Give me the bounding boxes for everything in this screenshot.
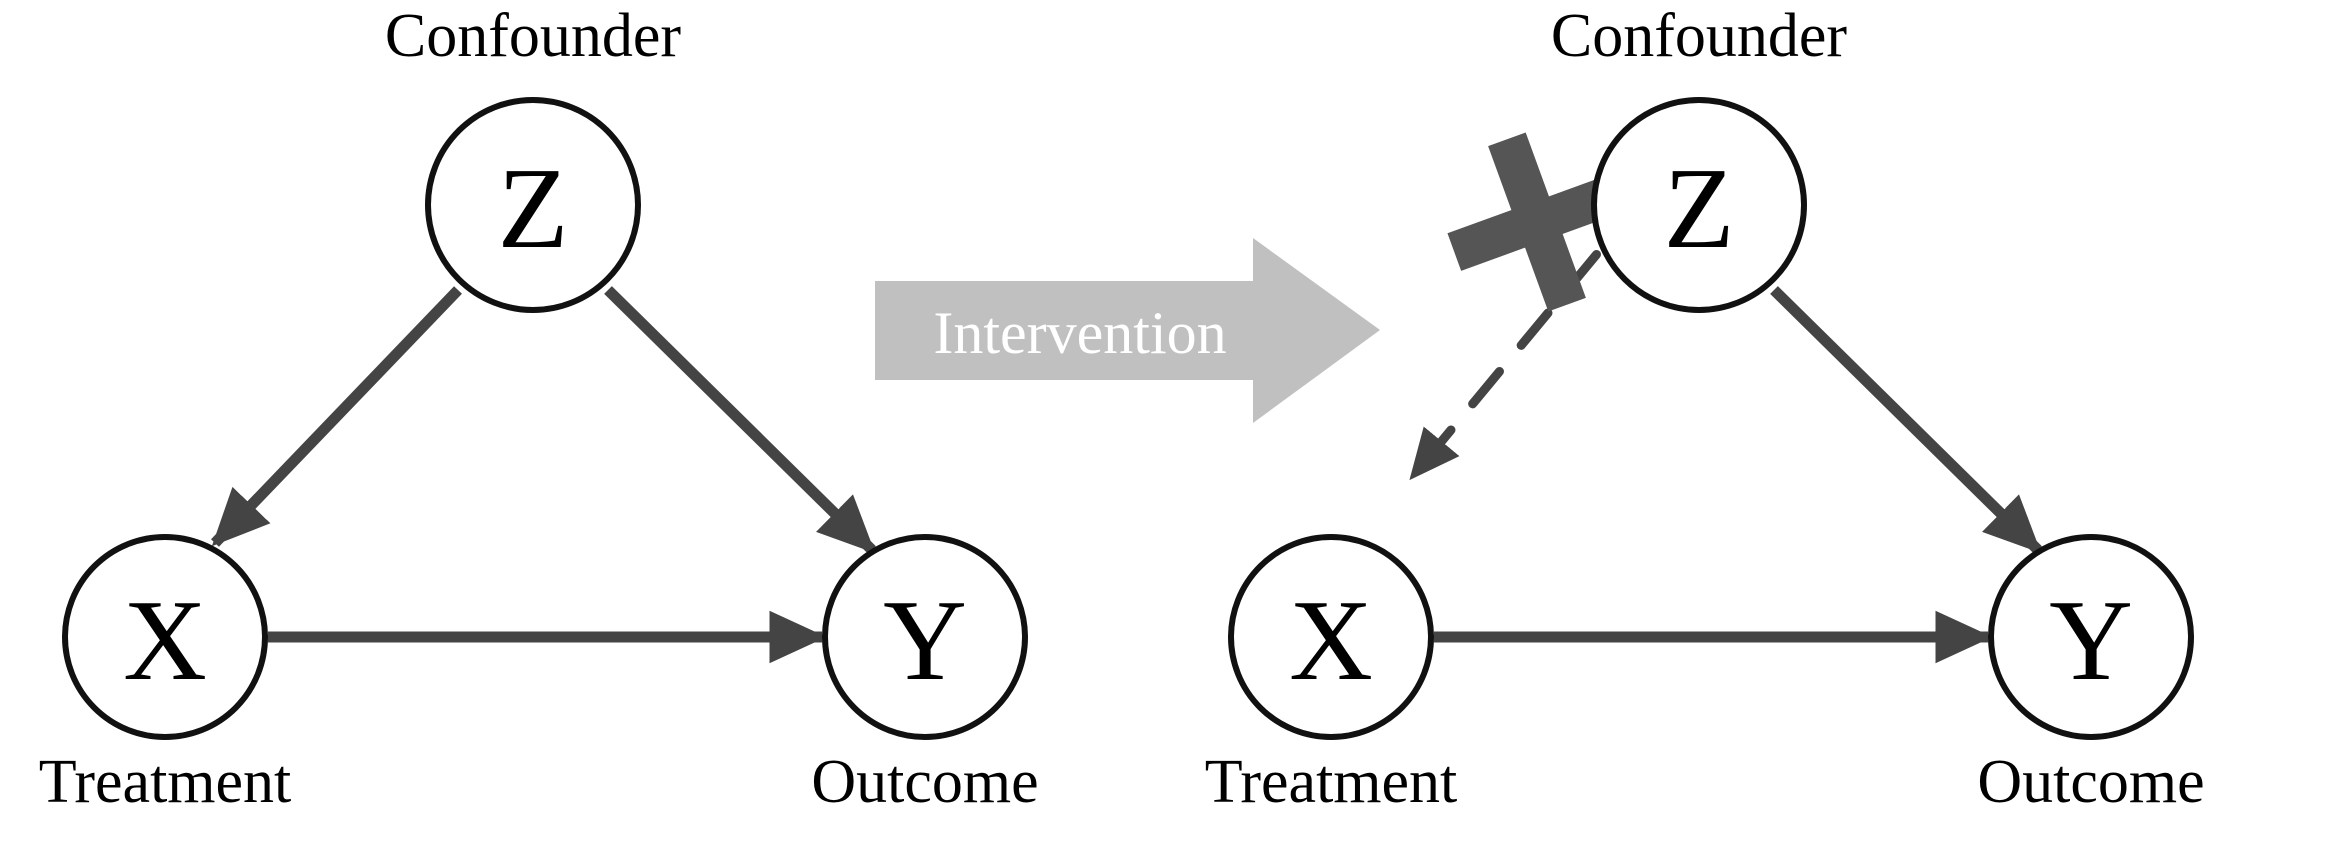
node-y-right[interactable]: Y bbox=[1988, 534, 2194, 740]
node-x-right-caption: Treatment bbox=[1205, 748, 1458, 816]
node-z-caption: Confounder bbox=[385, 2, 682, 70]
node-z-right-caption: Confounder bbox=[1551, 2, 1848, 70]
node-z-circle bbox=[425, 97, 641, 313]
interventional-graph: Z Confounder X Treatment Y Outcome bbox=[1205, 2, 2205, 816]
node-x-letter: X bbox=[123, 577, 207, 705]
edge-z-to-x bbox=[211, 286, 462, 547]
intervention-arrow-shape bbox=[875, 238, 1380, 423]
node-y-circle bbox=[822, 534, 1028, 740]
node-z-right-circle bbox=[1591, 97, 1807, 313]
edge-z-to-y bbox=[604, 286, 876, 554]
intervention-arrow-label: Intervention bbox=[933, 300, 1226, 366]
node-x[interactable]: X bbox=[62, 534, 268, 740]
observational-graph: Z Confounder X Treatment Y Outcome bbox=[39, 2, 1039, 816]
node-x-right-circle bbox=[1228, 534, 1434, 740]
node-y-right-letter: Y bbox=[2049, 577, 2133, 705]
node-x-right[interactable]: X bbox=[1228, 534, 1434, 740]
edge-z-to-y-right bbox=[1770, 286, 2042, 554]
node-z-letter: Z bbox=[498, 145, 569, 273]
node-y-right-circle bbox=[1988, 534, 2194, 740]
node-x-caption: Treatment bbox=[39, 748, 292, 816]
node-z-right-letter: Z bbox=[1664, 145, 1735, 273]
node-x-right-letter: X bbox=[1289, 577, 1373, 705]
node-y-right-caption: Outcome bbox=[1977, 748, 2204, 816]
node-y[interactable]: Y bbox=[822, 534, 1028, 740]
node-z-right[interactable]: Z bbox=[1591, 97, 1807, 313]
edge-cut-cross bbox=[1447, 132, 1627, 312]
node-z[interactable]: Z bbox=[425, 97, 641, 313]
cut-cross-bar-vertical bbox=[1488, 132, 1586, 312]
node-x-circle bbox=[62, 534, 268, 740]
node-y-caption: Outcome bbox=[811, 748, 1038, 816]
node-y-letter: Y bbox=[883, 577, 967, 705]
edge-z-to-x-severed bbox=[1407, 191, 1650, 482]
intervention-arrow: Intervention bbox=[875, 238, 1380, 423]
